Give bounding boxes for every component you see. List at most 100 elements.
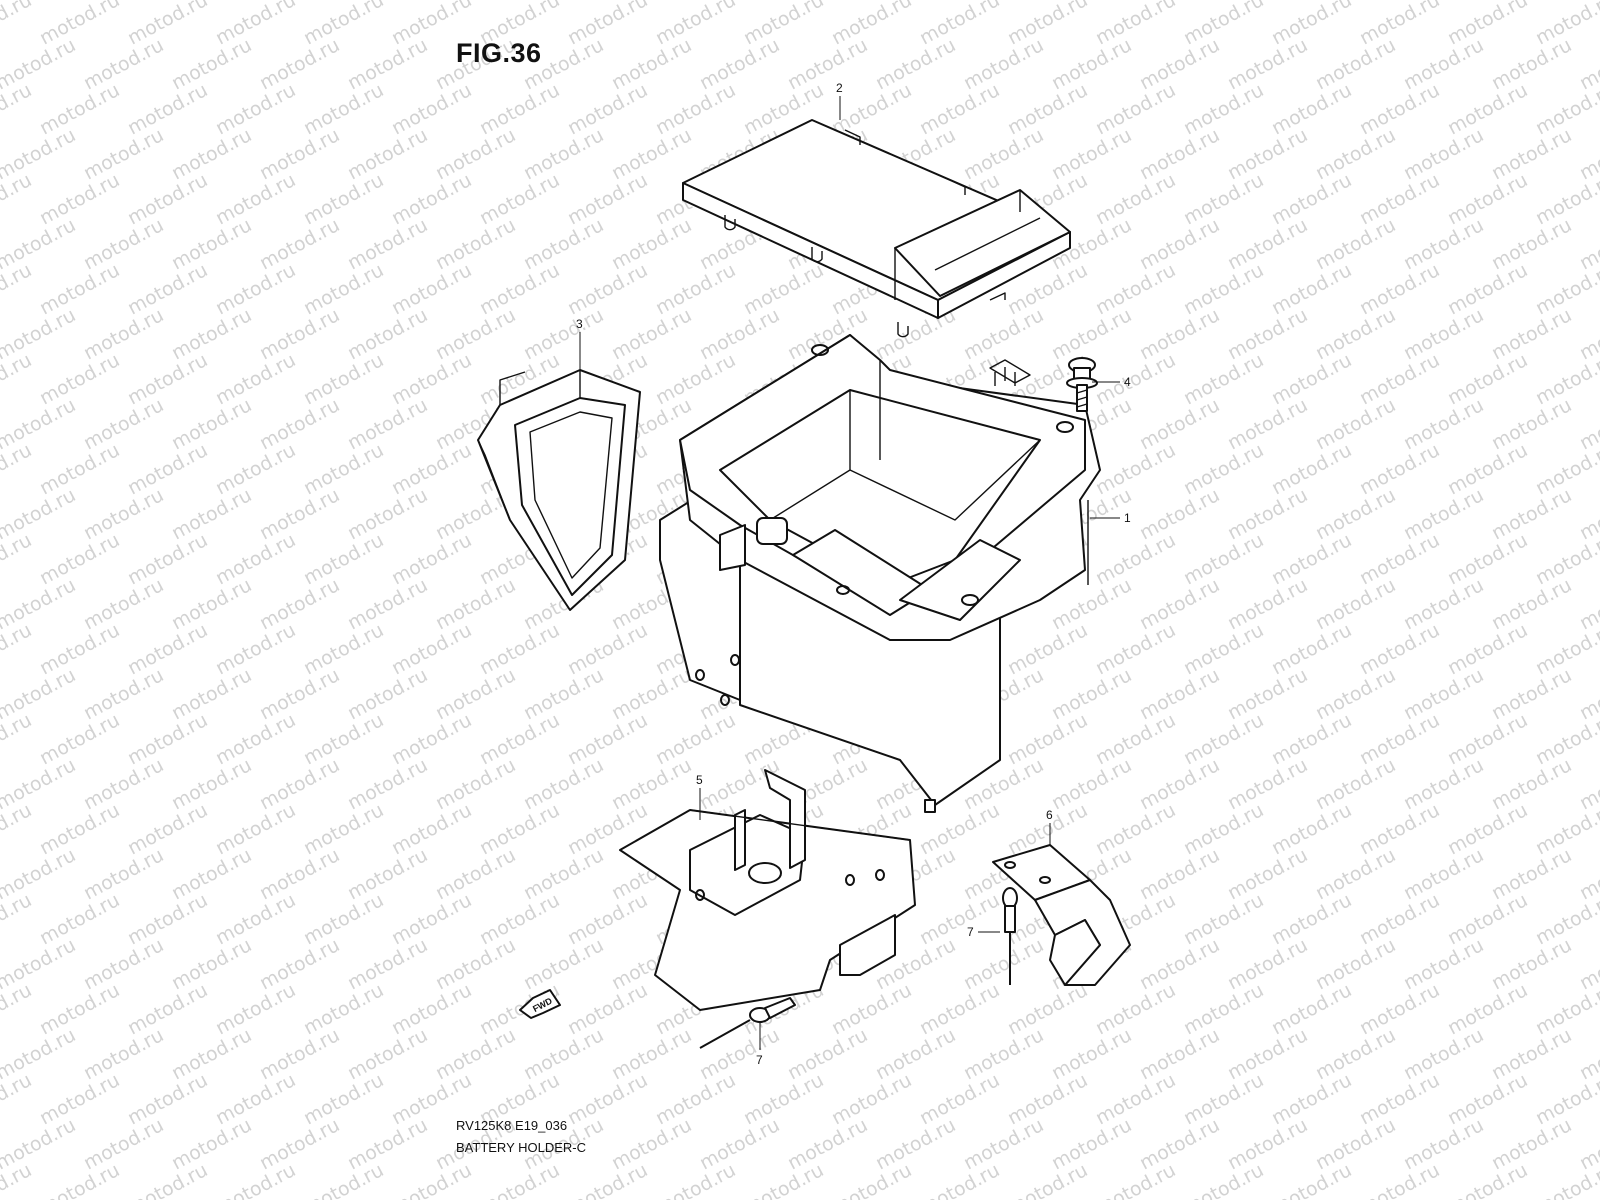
watermark-text: motod.ru	[652, 259, 739, 319]
watermark-text: motod.ru	[476, 799, 563, 859]
watermark-text: motod.ru	[124, 259, 211, 319]
watermark-text: motod.ru	[1180, 0, 1267, 49]
watermark-text: motod.ru	[696, 304, 783, 364]
watermark-text: motod.ru	[652, 349, 739, 409]
watermark-text: motod.ru	[1444, 979, 1531, 1039]
part-5-lower-bracket[interactable]	[619, 769, 916, 1011]
part-2-battery-cover[interactable]	[682, 119, 1071, 338]
watermark-text: motod.ru	[344, 484, 431, 544]
watermark-text: motod.ru	[960, 304, 1047, 364]
watermark-text: motod.ru	[1092, 439, 1179, 499]
watermark-text: motod.ru	[1224, 754, 1311, 814]
watermark-text: motod.ru	[1444, 79, 1531, 139]
watermark-text: motod.ru	[80, 844, 167, 904]
watermark-text: motod.ru	[344, 34, 431, 94]
watermark-text: motod.ru	[300, 259, 387, 319]
watermark-text: motod.ru	[1048, 664, 1135, 724]
fwd-arrow-icon: FWD	[519, 989, 561, 1019]
watermark-text: motod.ru	[564, 0, 651, 49]
part-7-rivet-right[interactable]	[1002, 887, 1018, 985]
callout-1: 1	[1124, 511, 1131, 525]
watermark-text: motod.ru	[1268, 1069, 1355, 1129]
watermark-text: motod.ru	[0, 0, 35, 49]
watermark-text: motod.ru	[124, 529, 211, 589]
watermark-text: motod.ru	[1444, 889, 1531, 949]
watermark-text: motod.ru	[36, 619, 123, 679]
part-6-small-bracket[interactable]	[992, 844, 1131, 986]
watermark-text: motod.ru	[1488, 754, 1575, 814]
watermark-text: motod.ru	[80, 754, 167, 814]
figure-code: RV125K8 E19_036	[456, 1118, 568, 1133]
watermark-text: motod.ru	[168, 934, 255, 994]
watermark-text: motod.ru	[1268, 79, 1355, 139]
watermark-text: motod.ru	[1356, 529, 1443, 589]
watermark-text: motod.ru	[564, 1069, 651, 1129]
watermark-text: motod.ru	[1268, 259, 1355, 319]
watermark-text: motod.ru	[432, 934, 519, 994]
watermark-text: motod.ru	[1224, 34, 1311, 94]
watermark-text: motod.ru	[1136, 484, 1223, 544]
watermark-text: motod.ru	[1488, 1024, 1575, 1084]
watermark-text: motod.ru	[124, 1159, 211, 1200]
watermark-text: motod.ru	[1092, 1069, 1179, 1129]
watermark-text: motod.ru	[1004, 979, 1091, 1039]
watermark-text: motod.ru	[1224, 844, 1311, 904]
watermark-text: motod.ru	[1356, 889, 1443, 949]
watermark-text: motod.ru	[1224, 574, 1311, 634]
watermark-text: motod.ru	[1400, 124, 1487, 184]
watermark-text: motod.ru	[212, 259, 299, 319]
watermark-text: motod.ru	[300, 889, 387, 949]
watermark-text: motod.ru	[652, 709, 739, 769]
watermark-text: motod.ru	[1092, 0, 1179, 49]
watermark-text: motod.ru	[608, 1024, 695, 1084]
callout-leaders	[579, 96, 1120, 1050]
watermark-text: motod.ru	[564, 979, 651, 1039]
watermark-text: motod.ru	[1312, 574, 1399, 634]
watermark-text: motod.ru	[212, 439, 299, 499]
watermark-text: motod.ru	[80, 1024, 167, 1084]
watermark-text: motod.ru	[1444, 439, 1531, 499]
watermark-text: motod.ru	[564, 619, 651, 679]
watermark-text: motod.ru	[256, 574, 343, 634]
watermark-text: motod.ru	[872, 34, 959, 94]
watermark-text: motod.ru	[388, 1159, 475, 1200]
watermark-text: motod.ru	[212, 709, 299, 769]
watermark-text: motod.ru	[1356, 169, 1443, 229]
watermark-text: motod.ru	[388, 799, 475, 859]
watermark-text: motod.ru	[388, 349, 475, 409]
watermark-text: motod.ru	[520, 664, 607, 724]
watermark-text: motod.ru	[80, 34, 167, 94]
watermark-text: motod.ru	[1092, 259, 1179, 319]
part-1-battery-holder[interactable]	[659, 334, 1101, 813]
part-4-bolt[interactable]	[1066, 357, 1098, 412]
watermark-text: motod.ru	[1488, 484, 1575, 544]
watermark-text: motod.ru	[696, 1114, 783, 1174]
watermark-text: motod.ru	[212, 349, 299, 409]
watermark-text: motod.ru	[1444, 799, 1531, 859]
watermark-text: motod.ru	[1180, 799, 1267, 859]
watermark-text: motod.ru	[608, 34, 695, 94]
watermark-text: motod.ru	[124, 349, 211, 409]
watermark-text: motod.ru	[476, 619, 563, 679]
part-3-side-frame[interactable]	[477, 369, 641, 611]
watermark-text: motod.ru	[1092, 709, 1179, 769]
watermark-text: motod.ru	[1048, 1024, 1135, 1084]
watermark-text: motod.ru	[784, 34, 871, 94]
watermark-text: motod.ru	[1444, 349, 1531, 409]
watermark-text: motod.ru	[1004, 709, 1091, 769]
watermark-text: motod.ru	[300, 79, 387, 139]
watermark-text: motod.ru	[652, 1069, 739, 1129]
watermark-text: motod.ru	[36, 1069, 123, 1129]
watermark-text: motod.ru	[1092, 349, 1179, 409]
watermark-text: motod.ru	[300, 979, 387, 1039]
watermark-text: motod.ru	[1092, 799, 1179, 859]
watermark-text: motod.ru	[1356, 0, 1443, 49]
watermark-text: motod.ru	[168, 394, 255, 454]
watermark-text: motod.ru	[1180, 79, 1267, 139]
watermark-text: motod.ru	[1224, 1114, 1311, 1174]
watermark-text: motod.ru	[168, 124, 255, 184]
part-7-rivet-left[interactable]	[699, 997, 796, 1049]
watermark-text: motod.ru	[256, 394, 343, 454]
watermark-text: motod.ru	[1092, 169, 1179, 229]
watermark-text: motod.ru	[1048, 1114, 1135, 1174]
